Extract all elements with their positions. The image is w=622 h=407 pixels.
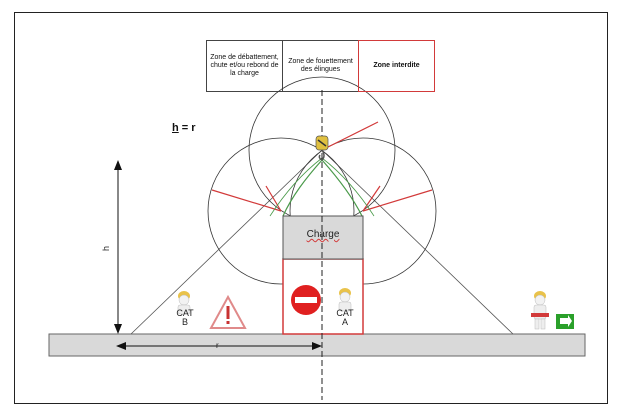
red-radius-right-2 xyxy=(362,185,381,212)
height-label: h xyxy=(101,245,112,252)
no-entry-icon xyxy=(291,285,321,315)
worker-left-category: B xyxy=(181,317,188,327)
radius-dimension-arrow xyxy=(116,342,322,350)
legend: Zone de débattement, chute et/ou rebond … xyxy=(206,40,435,92)
charge-label: Charge xyxy=(306,229,340,240)
worker-left-cat: CAT xyxy=(176,308,194,318)
worker-icon-center xyxy=(338,288,352,312)
sling-left-outer xyxy=(269,157,323,217)
worker-left-label: CAT B xyxy=(174,309,196,327)
danger-zone-left-edge xyxy=(130,149,323,335)
red-radius-top xyxy=(321,121,379,151)
height-dimension-arrow xyxy=(114,160,122,334)
swing-circle-left xyxy=(207,137,355,285)
worker-center-category: A xyxy=(341,317,348,327)
crane-hook-icon xyxy=(315,135,329,161)
red-radius-left-2 xyxy=(265,185,282,212)
warning-triangle-icon xyxy=(209,294,247,329)
red-radius-left-1 xyxy=(211,189,282,212)
radius-label: r xyxy=(216,341,219,350)
sling-left xyxy=(282,159,323,217)
worker-icon-right xyxy=(531,291,549,330)
worker-center-label: CAT A xyxy=(334,309,356,327)
sling-right xyxy=(321,159,363,217)
sling-right-outer xyxy=(321,157,375,217)
worker-center-cat: CAT xyxy=(336,308,354,318)
exit-arrow-icon xyxy=(556,314,574,329)
formula-h-equals-r: h = r xyxy=(172,122,196,134)
charge-box xyxy=(282,215,364,260)
worker-icon-left xyxy=(177,291,191,315)
red-radius-right-1 xyxy=(362,189,433,212)
danger-zone-right-edge xyxy=(321,149,514,335)
legend-zone-interdite: Zone interdite xyxy=(358,40,435,92)
